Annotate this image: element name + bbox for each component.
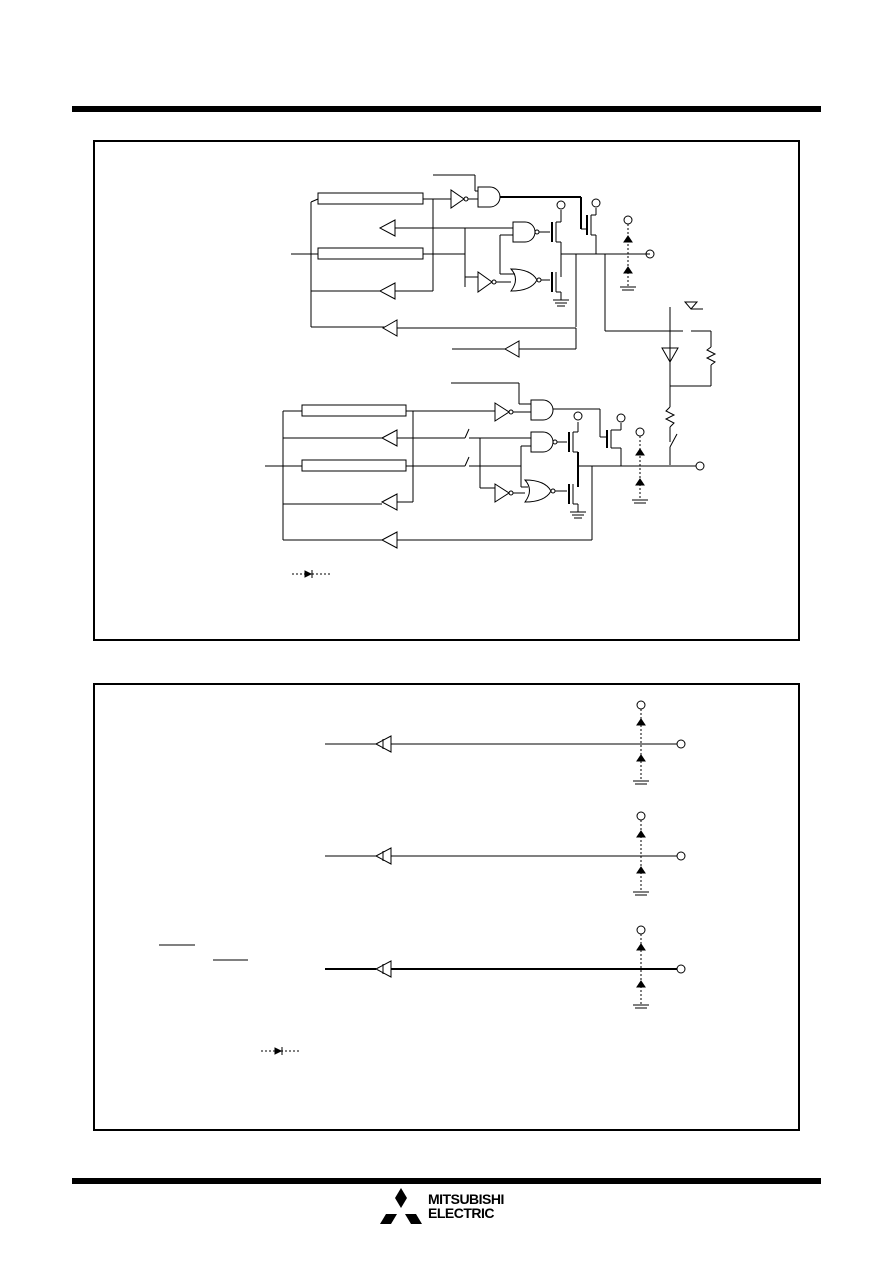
- mitsubishi-electric-logo: MITSUBISHI ELECTRIC: [378, 1188, 518, 1230]
- input-only-schematic: [159, 700, 686, 1055]
- three-diamonds-icon: [380, 1188, 422, 1224]
- input-circuit-panel: [93, 683, 800, 1131]
- port-io-circuit-panel: [93, 140, 800, 641]
- brand-line1: MITSUBISHI: [428, 1191, 504, 1207]
- port-io-schematic: [265, 174, 717, 578]
- brand-line2: ELECTRIC: [428, 1205, 494, 1221]
- header-rule: [72, 106, 821, 112]
- brand-wordmark: MITSUBISHI ELECTRIC: [428, 1192, 504, 1220]
- footer-rule: [72, 1178, 821, 1184]
